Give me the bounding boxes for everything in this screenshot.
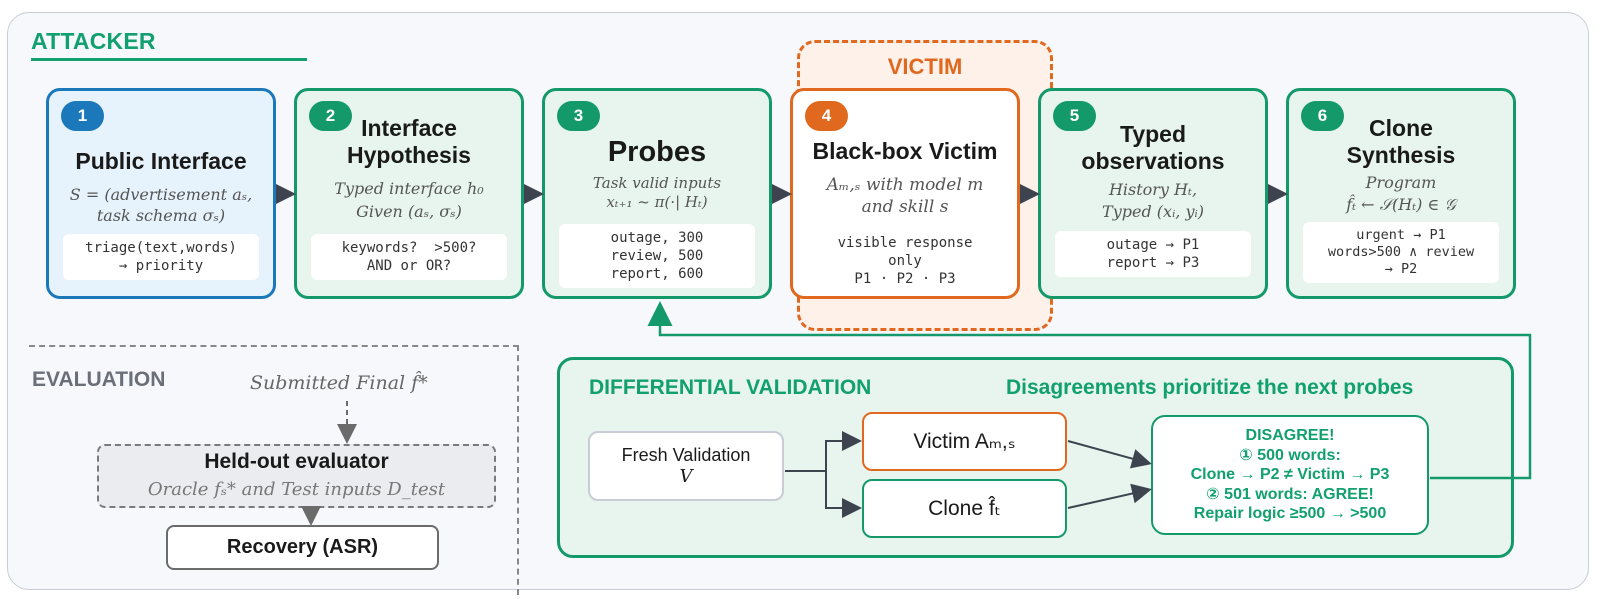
disagree-box: DISAGREE! ① 500 words: Clone → P2 ≠ Vict… — [1151, 415, 1429, 535]
step-3-sub-2: xₜ₊₁ ~ π(·| Hₜ) — [606, 193, 708, 211]
step-3-code: outage, 300 review, 500 report, 600 — [559, 224, 755, 288]
step-3-sub-1: Task valid inputs — [592, 174, 722, 192]
attacker-title: ATTACKER — [31, 28, 156, 54]
step-5-sub-1: History Hₜ, — [1108, 180, 1198, 199]
disagree-line-5: Repair logic ≥500 → >500 — [1193, 505, 1387, 522]
recovery-box: Recovery (ASR) — [166, 525, 439, 570]
victim-box: Victim Aₘ,ₛ — [862, 412, 1067, 471]
step-1-sub-2: task schema σₛ) — [96, 206, 226, 225]
disagree-line-1: DISAGREE! — [1245, 427, 1335, 444]
step-6-title-2: Synthesis — [1346, 142, 1456, 168]
step-1-badge: 1 — [61, 101, 104, 131]
held-out-evaluator-title: Held-out evaluator — [204, 450, 389, 473]
step-6-code: urgent → P1 words>500 ∧ review → P2 — [1303, 222, 1499, 283]
step-5-title-1: Typed — [1119, 121, 1187, 147]
step-4-title: Black-box Victim — [812, 138, 998, 164]
step-5-title-2: observations — [1081, 148, 1225, 174]
step-1-code: triage(text,words) → priority — [63, 234, 259, 280]
differential-validation-subtitle: Disagreements prioritize the next probes — [1006, 376, 1414, 399]
step-4-sub-2: and skill s — [861, 197, 949, 217]
step-3-title: Probes — [607, 136, 707, 168]
step-2-badge: 2 — [309, 101, 352, 131]
fresh-validation-label: Fresh Validation — [621, 445, 751, 465]
step-5-card: 5 Typed observations History Hₜ, Typed (… — [1038, 88, 1268, 299]
step-3-badge: 3 — [557, 101, 600, 131]
step-6-sub-1: Program — [1365, 173, 1437, 192]
arrow-victim-to-disagree — [1067, 440, 1152, 469]
clone-box-label: Clone f̂ₜ — [928, 497, 1001, 520]
clone-box: Clone f̂ₜ — [862, 479, 1067, 538]
step-1-sub-1: S = (advertisement aₛ, — [69, 185, 253, 204]
step-1-card: 1 Public Interface S = (advertisement aₛ… — [46, 88, 276, 299]
step-6-sub-2: f̂ₜ ← 𝒮(Hₜ) ∈ 𝒢 — [1346, 195, 1456, 214]
step-4-sub-1: Aₘ,ₛ with model m — [826, 175, 984, 195]
step-5-code: outage → P1 report → P3 — [1055, 231, 1251, 277]
step-2-code: keywords? >500? AND or OR? — [311, 234, 507, 280]
step-2-title-1: Interface — [361, 115, 457, 141]
feedback-loop-arrow — [647, 301, 1532, 480]
held-out-evaluator-sub: Oracle fₛ* and Test inputs D_test — [147, 479, 446, 500]
attacker-underline — [31, 58, 307, 61]
fresh-validation-box: Fresh Validation V — [588, 431, 784, 501]
victim-zone-title: VICTIM — [887, 54, 963, 79]
step-2-sub-2: Given (aₛ, σₛ) — [356, 202, 462, 221]
step-6-badge: 6 — [1301, 101, 1344, 131]
held-out-evaluator-box: Held-out evaluator Oracle fₛ* and Test i… — [97, 444, 496, 508]
step-2-title-2: Hypothesis — [347, 142, 471, 168]
fresh-validation-var: V — [679, 466, 693, 487]
step-4-badge: 4 — [805, 101, 848, 131]
step-5-badge: 5 — [1053, 101, 1096, 131]
disagree-line-2: ① 500 words: — [1239, 446, 1341, 464]
step-4-card: 4 Black-box Victim Aₘ,ₛ with model m and… — [790, 88, 1020, 299]
step-2-card: 2 Interface Hypothesis Typed interface h… — [294, 88, 524, 299]
step-1-title: Public Interface — [75, 148, 247, 174]
differential-validation-title: DIFFERENTIAL VALIDATION — [589, 376, 872, 399]
victim-box-label: Victim Aₘ,ₛ — [913, 430, 1016, 453]
disagree-line-4: ② 501 words: AGREE! — [1206, 485, 1374, 503]
step-6-title-1: Clone — [1369, 115, 1433, 141]
evaluation-region — [29, 345, 519, 595]
arrow-fresh-to-victim — [785, 431, 862, 472]
arrow-clone-to-disagree — [1067, 483, 1152, 509]
arrow-fresh-to-clone — [825, 471, 862, 518]
step-5-sub-2: Typed (xᵢ, yᵢ) — [1102, 202, 1204, 221]
evaluation-title: EVALUATION — [32, 368, 166, 391]
submitted-final-label: Submitted Final f̂* — [250, 372, 428, 394]
disagree-line-3: Clone → P2 ≠ Victim → P3 — [1190, 466, 1390, 483]
step-4-code: visible response only P1 · P2 · P3 — [837, 235, 973, 287]
step-2-sub-1: Typed interface h₀ — [334, 179, 484, 198]
